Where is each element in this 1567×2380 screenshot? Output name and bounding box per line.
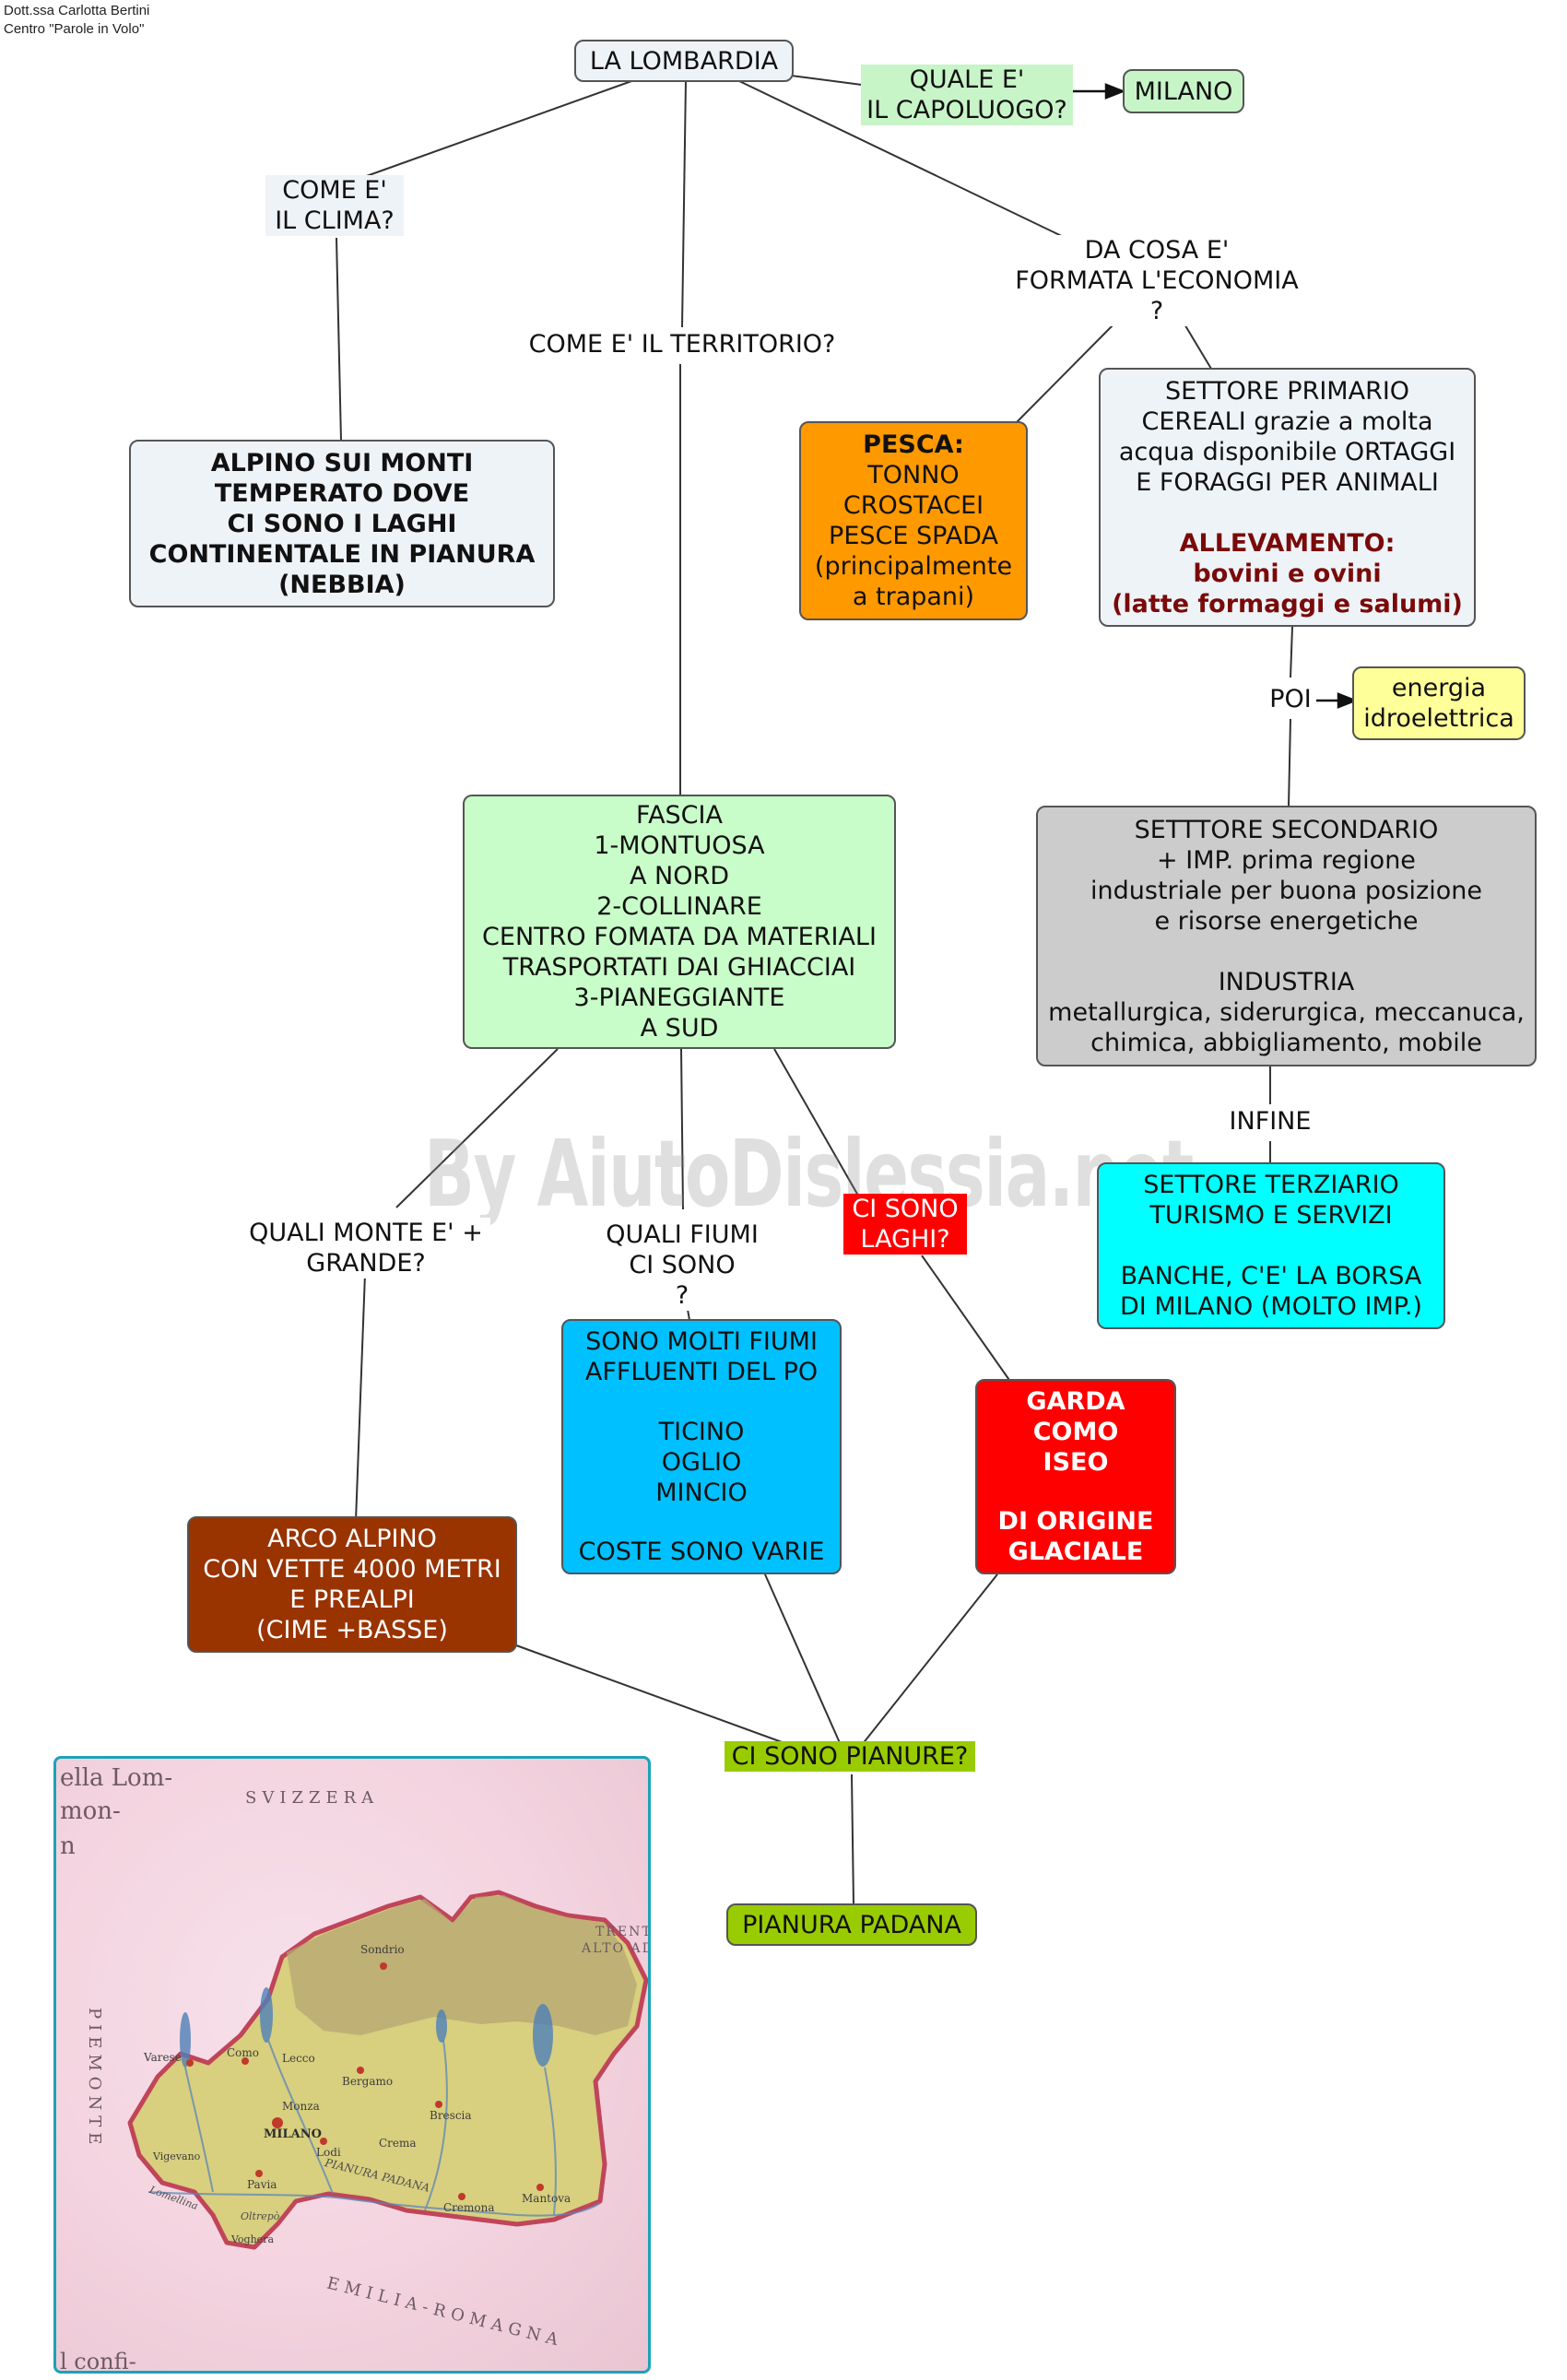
city-lodi: Lodi [316, 2146, 341, 2159]
question-climate: COME E' IL CLIMA? [265, 175, 404, 236]
alpine-zone [287, 1895, 637, 2035]
link-territory-mountain [395, 1048, 559, 1208]
capital-answer-label: MILANO [1134, 77, 1233, 106]
climate-answer-node[interactable]: ALPINO SUI MONTI TEMPERATO DOVE CI SONO … [129, 440, 555, 607]
como-marker [242, 2057, 249, 2065]
credit-line-1: Dott.ssa Carlotta Bertini [4, 3, 150, 18]
link-poi-secondary [1288, 718, 1291, 807]
label-then: POI [1265, 684, 1316, 714]
territory-answer-node[interactable]: FASCIA 1-MONTUOSA A NORD 2-COLLINARE CEN… [463, 795, 896, 1049]
lake-iseo [436, 2009, 447, 2043]
brescia-marker [435, 2101, 442, 2108]
river-adda [267, 2039, 334, 2195]
credit-line-2: Centro "Parole in Volo" [4, 21, 145, 37]
varese-marker [186, 2059, 194, 2067]
river-mincio [544, 2067, 557, 2216]
city-como: Como [227, 2046, 260, 2059]
plain-node[interactable]: PIANURA PADANA [726, 1903, 977, 1946]
link-mountains-plains [515, 1644, 795, 1748]
country-trentino-1: TRENTINO [595, 1925, 648, 1939]
bergamo-marker [357, 2067, 364, 2074]
mantova-marker [536, 2184, 544, 2191]
cremona-marker [458, 2193, 465, 2200]
lakes-node[interactable]: GARDA COMO ISEO DI ORIGINE GLACIALE [975, 1379, 1176, 1574]
root-label: LA LOMBARDIA [589, 46, 779, 76]
lake-como [260, 1987, 273, 2043]
link-root-climate [360, 79, 635, 179]
question-capital: QUALE E' IL CAPOLUOGO? [861, 65, 1073, 125]
question-lakes: CI SONO LAGHI? [843, 1194, 967, 1255]
arrow-capital [1071, 83, 1126, 100]
city-cremona: Cremona [443, 2201, 495, 2214]
question-mountain: QUALI MONTE E' + GRANDE? [242, 1218, 490, 1278]
edge-text-4: l confi- [60, 2349, 136, 2374]
question-economy: DA COSA E' FORMATA L'ECONOMIA ? [1005, 235, 1309, 326]
city-vigevano: Vigevano [153, 2150, 201, 2162]
link-mountain-answer [355, 1273, 366, 1522]
arrow-energy [1316, 692, 1359, 709]
root-node[interactable]: LA LOMBARDIA [574, 40, 794, 82]
river-oglio [424, 2039, 448, 2211]
mountains-node[interactable]: ARCO ALPINO CON VETTE 4000 METRI E PREAL… [187, 1516, 517, 1653]
link-root-territory [681, 79, 687, 328]
link-root-capital [790, 75, 863, 86]
lodi-marker [320, 2138, 327, 2145]
link-territory-rivers [680, 1048, 684, 1210]
country-trentino-2: ALTO ADIG [582, 1941, 648, 1956]
city-lecco: Lecco [282, 2052, 315, 2065]
link-territory-lakes [773, 1048, 863, 1203]
edge-text-3: n [60, 1832, 76, 1860]
city-varese: Varese [144, 2051, 182, 2064]
city-bergamo: Bergamo [342, 2075, 394, 2088]
label-finally: INFINE [1215, 1106, 1325, 1137]
city-mantova: Mantova [522, 2192, 571, 2205]
lake-maggiore [180, 2012, 191, 2068]
secondary-sector-node[interactable]: SETTTORE SECONDARIO + IMP. prima regione… [1036, 806, 1537, 1066]
pavia-marker [255, 2170, 263, 2177]
sondrio-marker [380, 1962, 387, 1970]
energy-node[interactable]: energia idroelettrica [1352, 666, 1526, 740]
edge-text-2: mon- [60, 1797, 121, 1825]
milano-marker [272, 2117, 283, 2128]
link-root-economy [736, 79, 1070, 241]
city-sondrio: Sondrio [360, 1943, 405, 1956]
link-plains-plain [851, 1773, 854, 1905]
question-plains: CI SONO PIANURE? [725, 1741, 975, 1772]
link-economy-primary [1183, 322, 1212, 370]
link-economy-fishing [1016, 322, 1116, 423]
city-pavia: Pavia [247, 2178, 277, 2191]
city-milano: MILANO [264, 2127, 322, 2141]
country-piedmont: PIEMONTE [85, 2008, 104, 2150]
country-switzerland: SVIZZERA [245, 1788, 380, 1808]
link-primary-poi [1290, 626, 1293, 678]
river-po [147, 2191, 601, 2217]
question-rivers: QUALI FIUMI CI SONO ? [590, 1219, 774, 1311]
question-territory: COME E' IL TERRITORIO? [502, 329, 862, 359]
edge-text-1: ella Lom- [60, 1764, 173, 1792]
lombardy-map-image: ella Lom- mon- n l confi- SVIZZERA PIEMO… [53, 1756, 651, 2374]
lake-garda [533, 2004, 553, 2067]
fishing-node[interactable]: PESCA: TONNO CROSTACEI PESCE SPADA (prin… [799, 421, 1028, 620]
link-lakes-answer [921, 1255, 1012, 1384]
link-rivers-plains [764, 1573, 842, 1746]
capital-answer-node[interactable]: MILANO [1123, 69, 1244, 113]
tertiary-sector-node[interactable]: SETTORE TERZIARIO TURISMO E SERVIZI BANC… [1097, 1162, 1445, 1329]
river-ticino [184, 2067, 214, 2193]
primary-sector-node[interactable]: SETTORE PRIMARIO CEREALI grazie a molta … [1099, 368, 1476, 627]
city-monza: Monza [282, 2100, 320, 2113]
link-lakes-plains [861, 1573, 998, 1746]
city-crema: Crema [379, 2137, 417, 2150]
city-brescia: Brescia [430, 2109, 472, 2122]
credit: Dott.ssa Carlotta Bertini Centro "Parole… [4, 2, 149, 39]
city-voghera: Voghera [231, 2233, 275, 2245]
feature-oltrepo: Oltrepò [241, 2210, 280, 2222]
region-map-drawing [127, 1890, 648, 2250]
rivers-node[interactable]: SONO MOLTI FIUMI AFFLUENTI DEL PO TICINO… [561, 1319, 842, 1574]
link-climate-answer [336, 237, 342, 442]
